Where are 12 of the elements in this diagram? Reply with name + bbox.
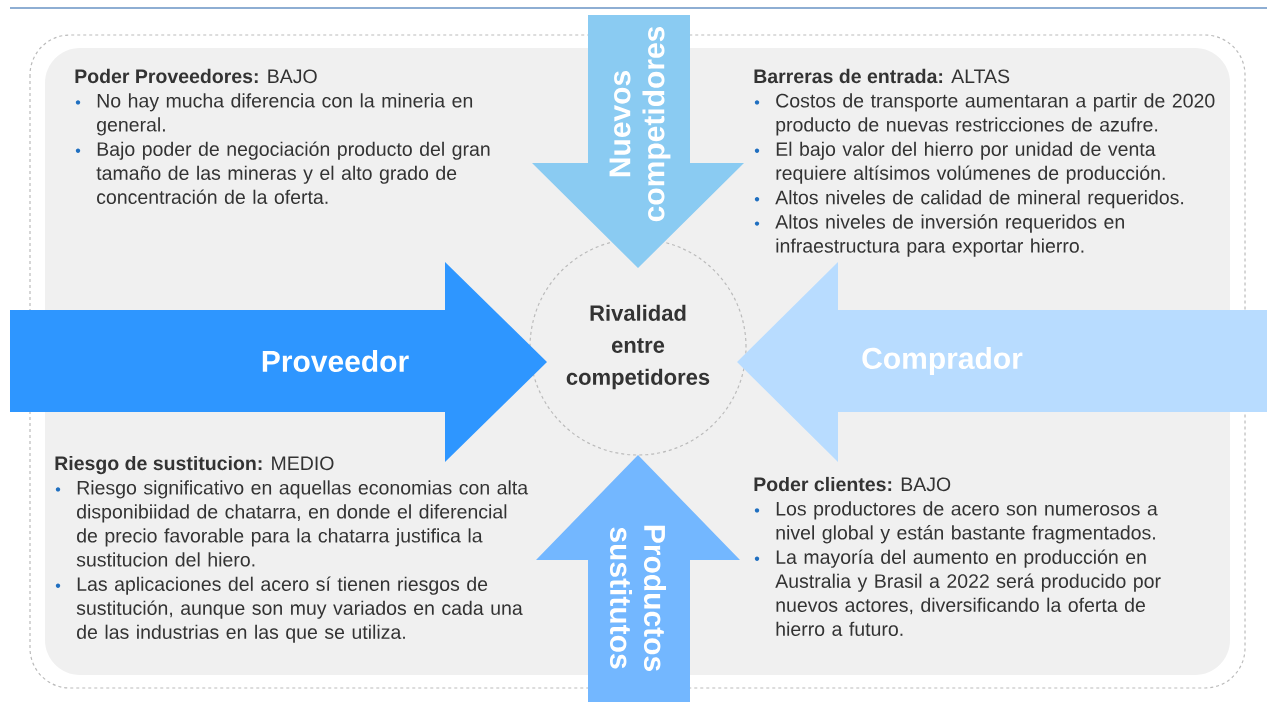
bullet-item: Las aplicaciones del acero sí tienen riesgos de sustitución, aunque son muy variados en cada una de las industrias en las que se utiliza.	[55, 576, 523, 643]
bullet-item: Altos niveles de inversión requeridos en infraestructura para exportar hierro.	[754, 214, 1124, 257]
bullet-item: No hay mucha diferencia con la mineria en general.	[75, 93, 473, 136]
bullet-item: Bajo poder de negociación producto del gran tamaño de las mineras y el alto grado de concentración de la oferta.	[75, 141, 490, 204]
bullet-item: El bajo valor del hierro por unidad de venta requiere altísimos volúmenes de producción.	[754, 141, 1165, 184]
bullet-item: Altos niveles de calidad de mineral requeridos.	[754, 190, 1184, 209]
bullet-item: Costos de transporte aumentaran a partir de 2020 producto de nuevas restricciones de azufre.	[754, 93, 1215, 136]
bullet-item: Los productores de acero son numerosos a nivel global y están bastante fragmentados.	[754, 501, 1158, 544]
bullet-item: Riesgo significativo en aquellas economias con alta disponibiidad de chatarra, en donde el diferencial de precio favorable para la chatarra justifica la sustitucion del hiero.	[55, 480, 529, 567]
bullet-item: La mayoría del aumento en producción en Australia y Brasil a 2022 será producido por nuevos actores, diversificando la oferta de hierro a futuro.	[754, 549, 1161, 636]
heading-text: Poder Proveedores: BAJO	[75, 68, 317, 84]
heading-text: Poder clientes: BAJO	[754, 476, 951, 492]
